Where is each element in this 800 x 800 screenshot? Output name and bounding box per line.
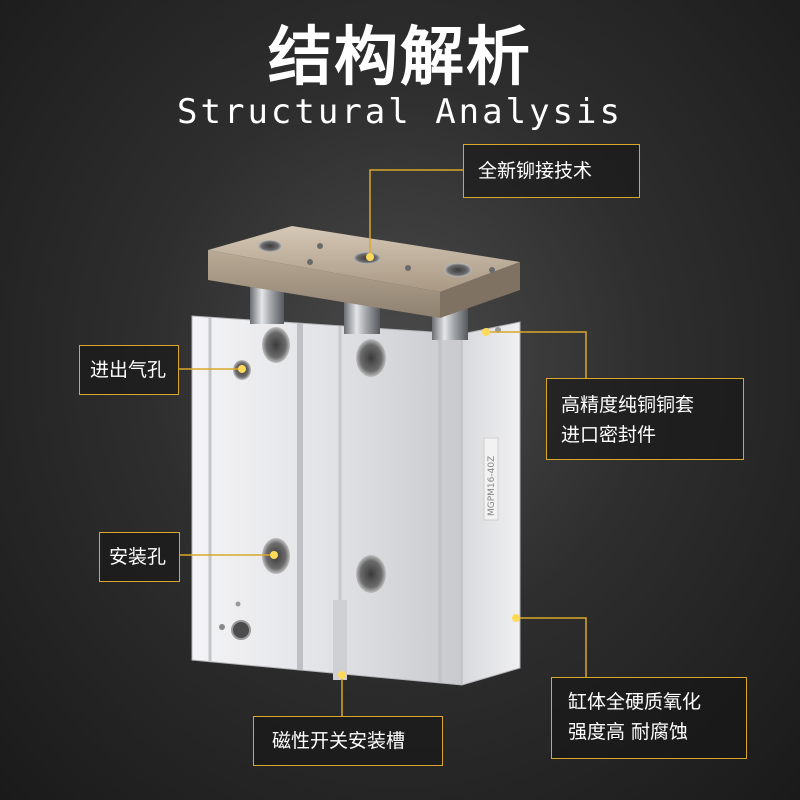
body-hole <box>262 327 290 363</box>
callout-mounting-hole: 安装孔 <box>99 532 180 582</box>
callout-riveting: 全新铆接技术 <box>463 144 640 198</box>
callout-riveting-text: 全新铆接技术 <box>478 160 593 182</box>
body-hole <box>356 555 386 593</box>
leader-dot <box>366 253 374 261</box>
callout-copper-sleeve-line2: 进口密封件 <box>561 424 657 446</box>
leader-dot <box>512 614 520 622</box>
callout-copper-sleeve: 高精度纯铜铜套 进口密封件 <box>546 378 744 460</box>
plate-hole <box>405 265 411 271</box>
product-label <box>483 437 499 521</box>
callout-cylinder-body: 缸体全硬质氧化 强度高 耐腐蚀 <box>551 677 747 759</box>
plate-hole <box>258 240 282 252</box>
leader-dot <box>338 671 346 679</box>
plate-hole <box>489 267 495 273</box>
leader-line <box>516 617 587 677</box>
top-plate-front <box>208 250 440 318</box>
body-hole <box>231 620 251 640</box>
plate-hole <box>444 263 472 277</box>
leader-dot <box>482 328 490 336</box>
callout-air-port-text: 进出气孔 <box>90 359 167 381</box>
switch-slot <box>333 600 347 680</box>
leader-dot <box>238 365 246 373</box>
leader-line <box>369 169 463 257</box>
page-title: 结构解析 <box>268 21 532 95</box>
callout-air-port: 进出气孔 <box>79 345 179 395</box>
product-label-text: MGPM16-40Z <box>487 456 497 516</box>
leader-dot <box>270 551 278 559</box>
body-hole <box>356 339 386 377</box>
leader-line <box>486 331 587 378</box>
top-plate-side <box>440 262 520 318</box>
plate-hole <box>317 243 323 249</box>
body-hole <box>235 601 241 607</box>
callout-cylinder-body-line1: 缸体全硬质氧化 <box>568 691 702 713</box>
plate-hole <box>307 259 313 265</box>
callout-cylinder-body-line2: 强度高 耐腐蚀 <box>568 721 689 743</box>
body-hole <box>219 624 225 630</box>
callout-copper-sleeve-line1: 高精度纯铜铜套 <box>561 394 695 416</box>
callout-switch-slot: 磁性开关安装槽 <box>253 716 443 766</box>
callout-switch-slot-text: 磁性开关安装槽 <box>272 730 406 752</box>
page-subtitle: Structural Analysis <box>177 92 623 132</box>
callout-mounting-hole-text: 安装孔 <box>109 546 167 568</box>
